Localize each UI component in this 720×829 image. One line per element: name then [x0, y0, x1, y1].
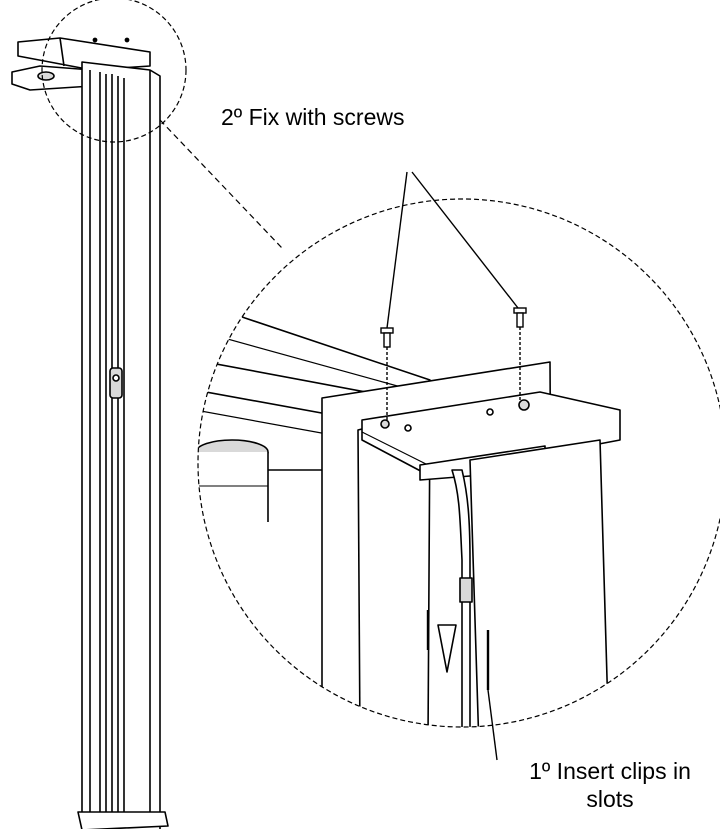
detail-cable-tube [451, 469, 471, 727]
screw-indicators [380, 171, 527, 761]
detail-source-circle [41, 0, 187, 143]
detail-arrow-marker [437, 624, 457, 673]
detail-clip [459, 577, 473, 603]
detail-screw-hole-right [518, 399, 530, 411]
column-overview [11, 37, 169, 829]
step-1-line-1: 1º Insert clips in [529, 758, 691, 784]
clip-leader-line [487, 689, 498, 761]
detail-screw-hole-left [380, 419, 390, 429]
detail-magnifier-circle [197, 198, 720, 728]
step-1-line-2: slots [586, 786, 634, 812]
detail-top-plate [361, 391, 621, 477]
screw-right [513, 307, 527, 402]
detail-view [198, 299, 621, 727]
detail-connector-line [159, 119, 283, 249]
detail-right-arm [469, 439, 611, 727]
step-1-label: 1º Insert clips in slots [500, 757, 720, 813]
step-2-label: 2º Fix with screws [221, 104, 405, 130]
top-fixing-disc [37, 71, 55, 81]
column-base [77, 811, 169, 829]
column-latch [109, 367, 123, 399]
screw-left [380, 327, 394, 420]
column-body [81, 61, 161, 829]
